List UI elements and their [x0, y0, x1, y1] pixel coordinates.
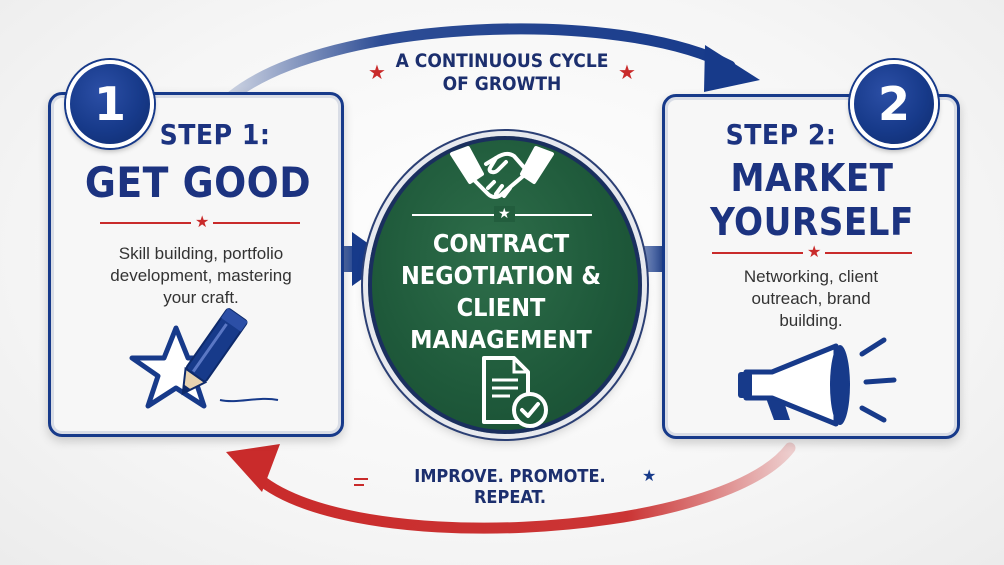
step2-divider-star: ★ [803, 244, 826, 260]
center-line3: CLIENT [456, 293, 546, 322]
bottom-arrowhead [226, 444, 280, 492]
step2-heading-line1: MARKET [730, 156, 894, 200]
step2-desc-line2: outreach, brand [751, 289, 871, 308]
step1-title: STEP 1: [100, 118, 330, 152]
step2-desc-line3: building. [779, 311, 843, 330]
step1-description: Skill building, portfolio development, m… [70, 243, 332, 309]
megaphone-icon [738, 337, 897, 427]
cycle-label-line1: A CONTINUOUS CYCLE [395, 50, 609, 72]
bottom-arc [244, 442, 796, 534]
document-check-icon [482, 356, 548, 428]
step1-desc-line2: development, mastering [110, 266, 292, 285]
step1-title-line1: STEP 1: [159, 118, 271, 151]
step2-description: Networking, client outreach, brand build… [680, 266, 942, 332]
star-pencil-illustration [129, 308, 279, 409]
step1-heading: GET GOOD [84, 158, 312, 207]
top-arc [226, 23, 736, 102]
step1-divider-star: ★ [191, 214, 214, 230]
step2-desc-line1: Networking, client [743, 267, 879, 286]
center-divider-star: ★ [494, 206, 515, 222]
center-circle [368, 136, 642, 434]
footer-blue-star: ★ [642, 466, 657, 485]
red-star-left: ★ [368, 60, 386, 84]
step2-title: STEP 2: [725, 118, 837, 151]
step1-number-badge: 1 [66, 60, 154, 148]
center-line2: NEGOTIATION & [400, 261, 602, 290]
footer-dash [354, 478, 368, 480]
red-star-right: ★ [618, 60, 636, 84]
step2-number-badge: 2 [850, 60, 938, 148]
cycle-label-line2: OF GROWTH [442, 73, 562, 95]
center-label: CONTRACT NEGOTIATION & CLIENT MANAGEMENT [380, 228, 622, 356]
footer-dash-2 [354, 484, 364, 486]
handshake-icon [450, 146, 554, 199]
step1-desc-line3: your craft. [163, 288, 239, 307]
center-line4: MANAGEMENT [410, 325, 592, 354]
step2-heading-line2: YOURSELF [710, 200, 914, 244]
pencil-icon [181, 308, 248, 396]
center-line1: CONTRACT [432, 229, 570, 258]
top-arrowhead [704, 45, 760, 92]
step1-desc-line1: Skill building, portfolio [118, 244, 284, 263]
step2-heading: MARKET YOURSELF [672, 156, 952, 244]
footer-slogan: IMPROVE. PROMOTE. REPEAT. [414, 466, 606, 508]
cycle-label: A CONTINUOUS CYCLE OF GROWTH [380, 50, 624, 96]
